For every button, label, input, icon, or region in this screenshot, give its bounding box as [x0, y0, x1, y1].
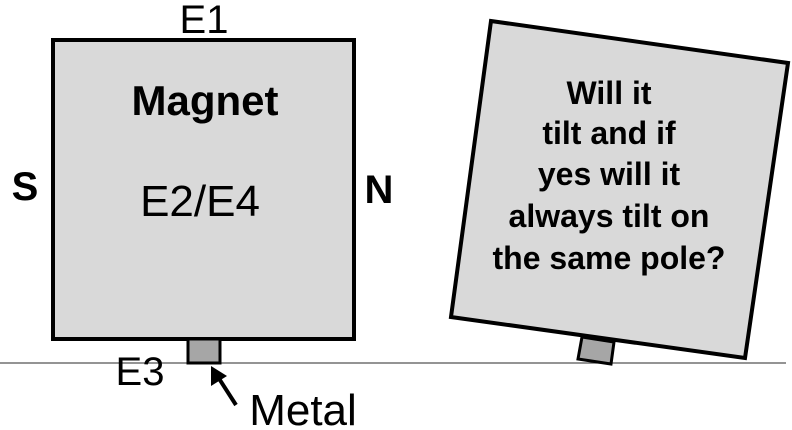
question-line-3: yes will it [538, 156, 681, 192]
pole-label-s: S [12, 165, 39, 209]
edge-label-top: E1 [180, 0, 229, 42]
metal-piece [186, 337, 222, 365]
tilted-metal-piece [576, 335, 616, 366]
question-line-1: Will it [566, 75, 651, 111]
edge-label-bottom: E3 [116, 350, 165, 394]
tilted-block [448, 18, 791, 361]
magnet-edges-label: E2/E4 [140, 177, 260, 226]
metal-label: Metal [249, 386, 357, 430]
question-line-4: always tilt on [509, 198, 710, 234]
question-line-5: the same pole? [493, 240, 726, 276]
question-line-2: tilt and if [542, 115, 676, 151]
upright-magnet: E1 S N Magnet E2/E4 E3 Metal [12, 0, 394, 430]
magnet-title: Magnet [132, 77, 279, 124]
pole-label-n: N [365, 168, 394, 212]
metal-arrow-shaft [216, 375, 238, 407]
tilted-magnet: Will it tilt and if yes will it always t… [448, 18, 791, 366]
metal-arrow-head [211, 366, 227, 386]
